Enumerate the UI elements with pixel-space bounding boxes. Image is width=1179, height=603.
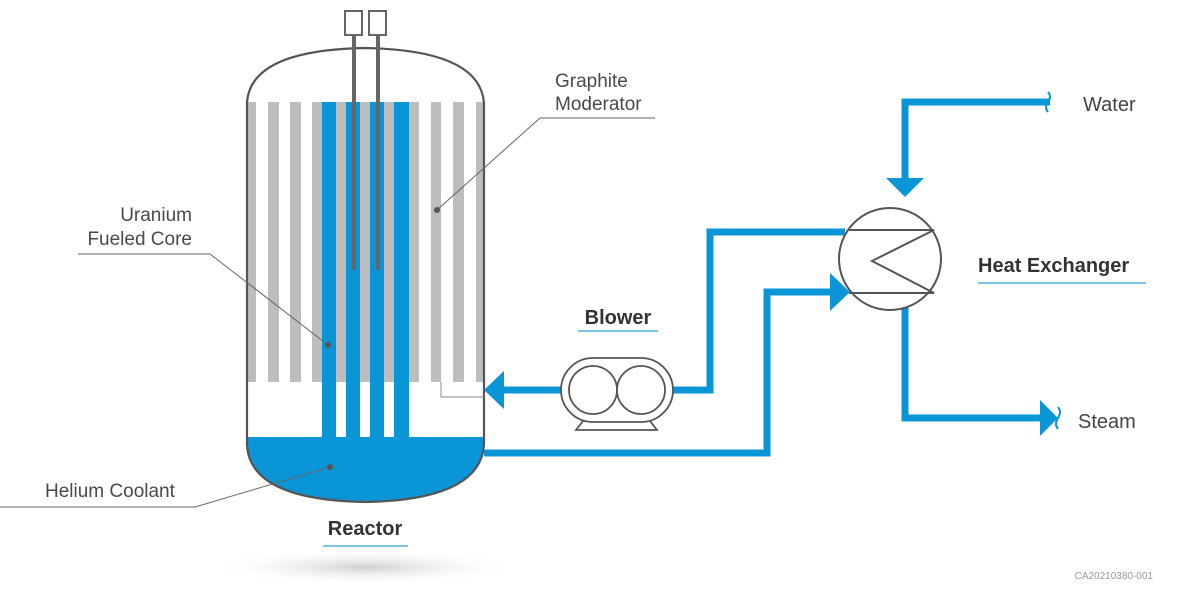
graphite-moderator-rods: [247, 102, 484, 382]
steam-label: Steam: [1078, 411, 1136, 433]
reactor-vessel: [245, 10, 486, 504]
graphite-moderator-label-2: Moderator: [555, 94, 642, 115]
water-inlet-pipe: [901, 98, 1050, 182]
figure-code: CA20210380-001: [1075, 571, 1154, 582]
reactor-label: Reactor: [328, 518, 403, 540]
reactor-shadow: [210, 549, 520, 585]
water-label: Water: [1083, 94, 1136, 116]
pipe-break-icons: [1045, 91, 1061, 430]
arrow-into-reactor: [484, 371, 504, 409]
vessel-outline: [245, 46, 486, 504]
steam-break-icon: [1055, 406, 1061, 430]
control-rods: [344, 10, 387, 270]
coolant-pipes: [484, 98, 1050, 457]
graphite-moderator-label-1: Graphite: [555, 71, 628, 92]
arrow-steam-out: [1040, 400, 1058, 436]
arrow-water-down: [886, 178, 924, 197]
heat-exchanger-icon: [838, 207, 942, 311]
leader-dots: [325, 207, 440, 470]
helium-coolant-label: Helium Coolant: [45, 481, 176, 502]
water-break-icon: [1045, 91, 1051, 113]
reactor-to-exchanger-pipe: [484, 288, 832, 457]
blower-label: Blower: [585, 307, 652, 329]
steam-outlet-pipe: [901, 308, 1042, 422]
helium-coolant-pool: [247, 437, 484, 502]
arrow-into-exchanger: [830, 273, 850, 311]
uranium-core-label-1: Uranium: [120, 205, 192, 226]
heat-exchanger-label: Heat Exchanger: [978, 255, 1129, 277]
uranium-core-label-2: Fueled Core: [87, 229, 192, 250]
blower-icon: [560, 357, 674, 431]
flow-arrows: [484, 178, 1058, 436]
leader-lines: [0, 117, 655, 508]
exchanger-to-blower-pipe: [673, 228, 845, 394]
